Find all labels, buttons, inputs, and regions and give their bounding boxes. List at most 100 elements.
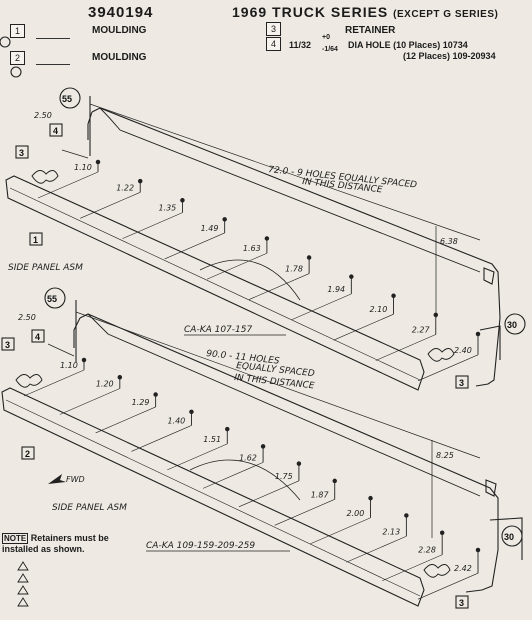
part-number: 3940194 [88,4,154,21]
lower-retainer-clip-front [15,374,43,388]
lower-retainer-clip-rear [423,564,451,578]
lower-retainer-leader [23,369,85,397]
lower-retainer-leader [274,499,335,526]
upper-moulding-strip [5,175,425,391]
lower-height-label: 1.75 [275,472,293,481]
upper-callout-30: 30 [507,320,517,330]
lower-end-dim: 8.25 [436,451,454,460]
lower-item-3-box [1,337,15,351]
upper-callout-30-circle [504,313,526,335]
legend-name-1: MOULDING [92,25,147,36]
note-text-line-1: Retainers must be [30,533,109,543]
lower-hole-dot [475,547,481,553]
upper-hole-dot [349,274,354,279]
lower-item-3-rear-box [455,595,469,609]
lower-retainer-leader [59,388,120,415]
upper-hole-dot [222,217,227,222]
lower-retainer-leader [202,462,264,489]
lower-retainer-leader [382,554,443,582]
upper-dim-line [89,103,481,241]
lower-height-label: 1.51 [203,435,221,444]
upper-height-label: 1.10 [74,163,92,172]
hole-spec-line-1: DIA HOLE (10 Places) 10734 [348,40,468,50]
lower-retainer-leader [167,443,228,471]
upper-callout-55: 55 [62,94,72,104]
upper-retainer-leader [122,212,183,239]
upper-retainer-clip-front [31,170,59,184]
lower-model-label: CA-KA 109-159-209-259 [146,541,255,551]
revision-triangle-icon [17,561,29,571]
upper-rear-corner [479,325,501,360]
lower-hole-dot [296,461,302,466]
lower-retainer-leader [131,425,192,452]
lower-hole-dot [439,530,445,535]
upper-hole-dot [306,255,312,260]
hole-spec-line-2: (12 Places) 109-20934 [403,51,496,61]
upper-height-label: 2.27 [412,325,431,334]
lower-hole-dot [225,426,230,432]
lower-hole-dot [117,375,123,380]
tolerance-plus: +0 [322,34,330,41]
lower-moulding-strip [1,387,425,607]
upper-hole-dot [137,178,143,184]
upper-height-label: 1.22 [116,183,134,192]
upper-height-label: 2.40 [454,346,472,355]
lower-retainer-leader [95,406,156,434]
lower-callout-55: 55 [47,294,57,304]
upper-retainer-leader [291,293,352,321]
upper-hole-dot [180,197,185,203]
lower-hole-dot [189,409,194,415]
upper-side-panel-crease [99,107,481,273]
upper-retainer-leader [248,273,310,300]
lower-height-label: 1.20 [96,379,114,388]
legend-line-1 [36,38,70,39]
upper-item-4: 4 [53,126,58,136]
lower-panel-lamp [485,479,497,497]
tolerance-minus: -1/64 [322,46,338,53]
lower-hole-dot [332,478,337,484]
legend-number-1: 1 [10,24,25,38]
upper-model-label: CA-KA 107-157 [184,325,252,335]
upper-item-4-box [49,123,63,137]
upper-item-1-box [29,232,43,246]
upper-hole-dot [475,331,481,337]
lower-callout-30: 30 [504,532,514,542]
fwd-label: FWD [66,475,85,484]
legend-number-3: 3 [266,22,281,36]
series-subtitle: (EXCEPT G SERIES) [393,9,499,20]
lower-wheel-arch [189,459,301,501]
upper-retainer-leader [164,232,225,260]
upper-moulding-edge [9,187,421,381]
upper-side-panel-outline [91,107,501,387]
lower-height-label: 2.42 [454,564,472,573]
lower-height-label: 1.62 [239,453,257,462]
upper-height-label: 2.10 [370,305,388,314]
upper-callout-55-circle [59,87,81,109]
revision-triangle-icon [17,573,29,583]
upper-hole-dot [264,236,270,241]
upper-leader-hole [61,149,89,159]
lower-hole-marks: 1.101.201.291.401.511.621.751.872.002.13… [23,357,481,600]
lower-height-label: 1.40 [167,416,185,425]
fwd-arrow-icon [48,474,66,484]
note-tag: NOTE [2,533,29,544]
lower-item-4-box [31,329,45,343]
legend-number-2: 2 [10,51,25,65]
upper-retainer-leader [37,171,99,199]
legend-name-3: RETAINER [345,25,396,36]
upper-retainer-leader [80,192,141,219]
lower-moulding-edge [5,399,421,597]
upper-panel-lamp [483,267,495,285]
lower-hole-dot [81,357,87,363]
upper-side-panel-front [87,111,93,140]
lower-height-label: 2.28 [418,546,436,555]
lower-hole-dot [368,495,373,501]
binder-hole-mark [0,36,11,48]
lower-dim-start: 2.50 [18,313,36,322]
hole-size: 11/32 [289,40,312,50]
lower-height-label: 1.87 [311,490,330,499]
series-title: 1969 TRUCK SERIES (EXCEPT G SERIES) [232,4,498,20]
lower-hole-dot [153,392,158,397]
lower-panel-label: SIDE PANEL ASM [52,503,127,513]
